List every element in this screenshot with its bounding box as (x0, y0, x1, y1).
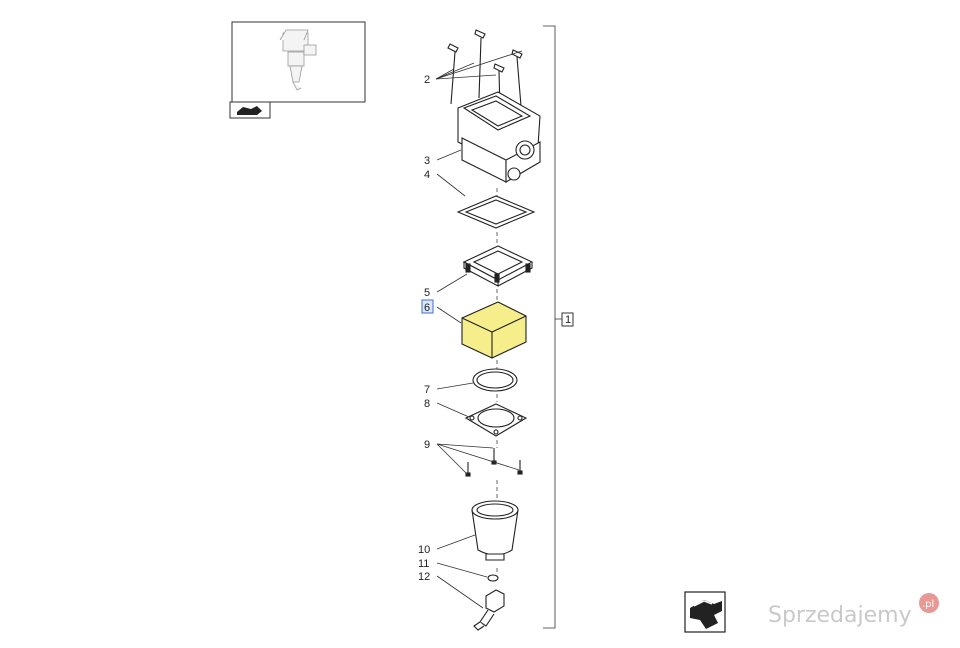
callout-1[interactable]: 1 (565, 314, 571, 326)
watermark-brand: Sprzedajemy (768, 603, 912, 628)
bolt-set-part (465, 448, 523, 477)
filter-element-part-highlighted[interactable] (461, 301, 527, 359)
callout-4[interactable]: 4 (424, 169, 430, 181)
callout-3[interactable]: 3 (424, 155, 430, 167)
callout-11[interactable]: 11 (418, 558, 429, 570)
filter-bowl-part (471, 500, 519, 561)
callout-9[interactable]: 9 (424, 439, 430, 451)
callout-10[interactable]: 10 (418, 544, 430, 556)
filter-frame-part (462, 245, 534, 287)
selected-callout-frame (421, 299, 434, 314)
screw-set-part (447, 29, 523, 111)
drain-seal-part (487, 574, 499, 582)
callout-8[interactable]: 8 (424, 398, 430, 410)
head-gasket-part (456, 195, 536, 229)
callout-7[interactable]: 7 (424, 384, 430, 396)
flange-part (464, 403, 528, 437)
watermark-tld: .pl (922, 599, 934, 610)
callout-2[interactable]: 2 (424, 74, 430, 86)
assembly-thumbnail-icon[interactable] (229, 21, 366, 119)
drain-valve-part (473, 589, 505, 631)
next-page-arrow-icon[interactable] (684, 591, 726, 633)
callout-5[interactable]: 5 (424, 287, 430, 299)
assembly-callout-box[interactable] (561, 312, 574, 327)
callout-12[interactable]: 12 (418, 571, 430, 583)
watermark-logo: Sprzedajemy .pl (768, 593, 939, 628)
o-ring-part (472, 368, 518, 392)
callout-6[interactable]: 6 (424, 302, 430, 314)
filter-head-part (457, 91, 541, 183)
